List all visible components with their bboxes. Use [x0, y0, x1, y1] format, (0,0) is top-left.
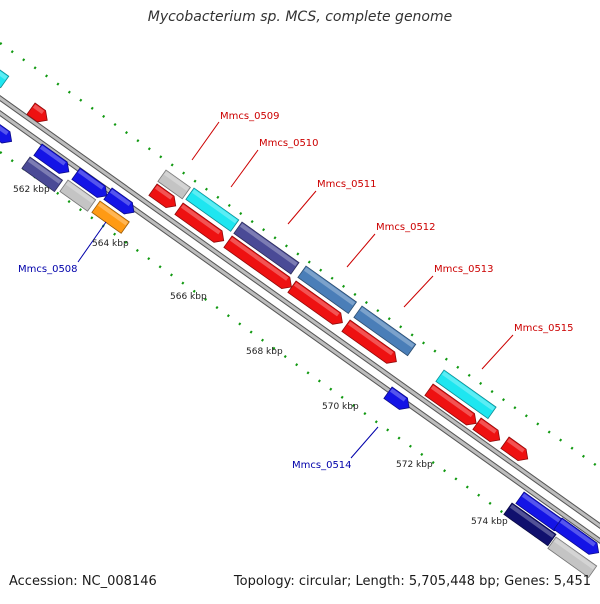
gene-feature-red-3[interactable] — [223, 235, 296, 293]
tick-label-568: 568 kbp — [246, 347, 283, 357]
gene-feature-red-8[interactable] — [500, 436, 532, 465]
leader-mmcs-0513 — [403, 275, 434, 308]
leader-mmcs-0509 — [191, 121, 220, 161]
leader-mmcs-0515 — [481, 334, 514, 370]
tick-label-574: 574 kbp — [471, 517, 508, 527]
gene-label-mmcs-0514[interactable]: Mmcs_0514 — [292, 460, 352, 471]
gene-label-mmcs-0508[interactable]: Mmcs_0508 — [18, 264, 78, 275]
gene-label-mmcs-0509[interactable]: Mmcs_0509 — [220, 111, 280, 122]
tick-label-572: 572 kbp — [396, 460, 433, 470]
gene-feature-blue-2[interactable] — [71, 167, 111, 201]
gene-feature-red-5[interactable] — [341, 319, 401, 367]
leader-mmcs-0511 — [287, 190, 317, 225]
gene-feature-edge-cyan[interactable] — [0, 59, 10, 89]
gene-feature-red-1[interactable] — [148, 183, 180, 212]
tick-label-564: 564 kbp — [92, 239, 129, 249]
gene-feature-edge-blue[interactable] — [0, 115, 16, 147]
gene-feature-red-6[interactable] — [424, 383, 480, 429]
gene-feature-gray-2[interactable] — [547, 536, 598, 578]
gene-label-mmcs-0512[interactable]: Mmcs_0512 — [376, 222, 436, 233]
accession-text: Accession: NC_008146 — [9, 574, 157, 589]
gene-feature-red-2[interactable] — [174, 202, 228, 246]
gene-label-mmcs-0513[interactable]: Mmcs_0513 — [434, 264, 494, 275]
gene-feature-slate-1[interactable] — [21, 156, 64, 193]
topology-summary: Topology: circular; Length: 5,705,448 bp… — [233, 574, 591, 589]
gene-feature-mmcs-0511[interactable] — [233, 221, 300, 275]
tick-label-566: 566 kbp — [170, 292, 207, 302]
tick-label-570: 570 kbp — [322, 402, 359, 412]
leader-mmcs-0510 — [230, 149, 259, 188]
gene-feature-mmcs-0515[interactable] — [435, 369, 497, 420]
gene-feature-mmcs-0512[interactable] — [297, 265, 358, 314]
leader-mmcs-0512 — [346, 233, 376, 268]
gene-label-mmcs-0511[interactable]: Mmcs_0511 — [317, 179, 377, 190]
gene-feature-mmcs-0508[interactable] — [91, 200, 130, 234]
gene-feature-red-7[interactable] — [472, 417, 504, 446]
gene-feature-mmcs-0513[interactable] — [353, 305, 417, 357]
gene-feature-gray-1[interactable] — [59, 179, 97, 212]
gene-feature-navy-1[interactable] — [503, 502, 557, 547]
gene-label-mmcs-0510[interactable]: Mmcs_0510 — [259, 138, 319, 149]
leader-mmcs-0514 — [350, 426, 379, 459]
gene-feature-mmcs-0509[interactable] — [157, 169, 191, 200]
gene-feature-mmcs-0514[interactable] — [383, 386, 413, 413]
gene-feature-red-4[interactable] — [287, 280, 347, 328]
tick-label-562: 562 kbp — [13, 185, 50, 195]
gene-feature-edge-red[interactable] — [26, 102, 51, 126]
map-title: Mycobacterium sp. MCS, complete genome — [147, 9, 453, 25]
gene-feature-blue-3[interactable] — [103, 187, 138, 218]
gene-label-mmcs-0515[interactable]: Mmcs_0515 — [514, 323, 574, 334]
genome-backbone — [0, 95, 600, 544]
leader-mmcs-0508 — [77, 221, 107, 263]
gene-feature-mmcs-0510[interactable] — [185, 187, 240, 232]
gene-feature-blue-5[interactable] — [553, 517, 600, 558]
gene-feature-blue-1[interactable] — [33, 143, 73, 177]
